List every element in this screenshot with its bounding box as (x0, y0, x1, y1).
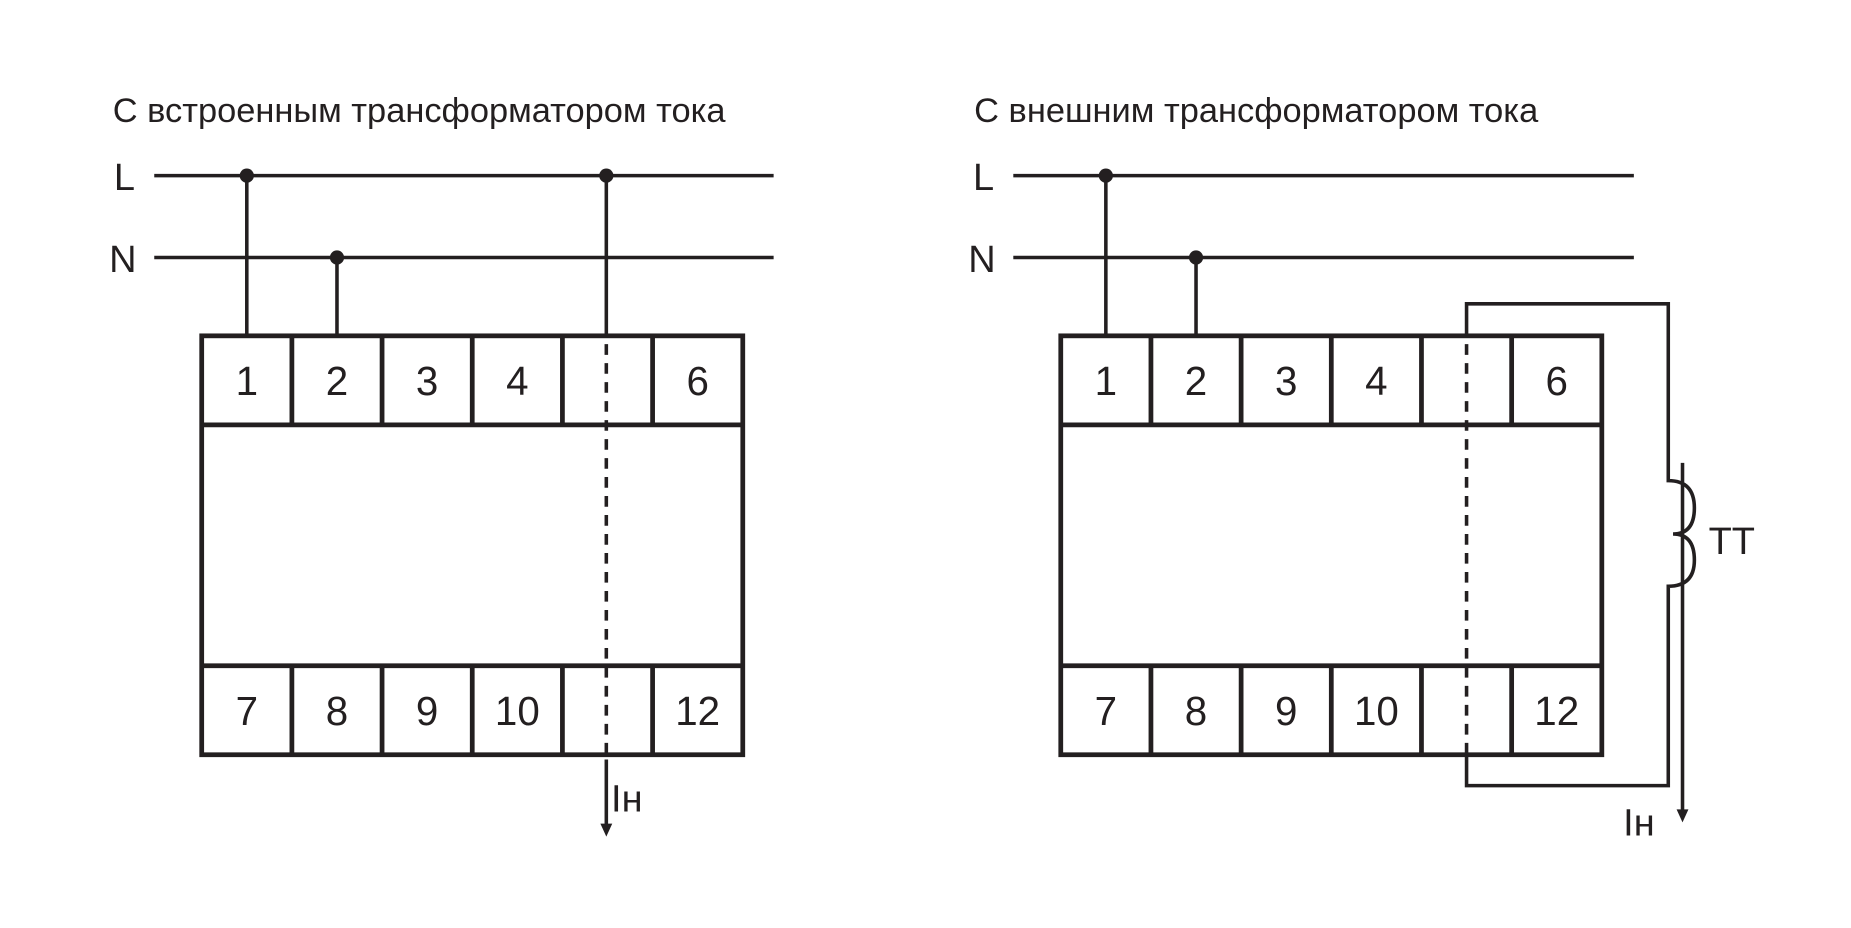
relay-body (1058, 333, 1605, 758)
load-current-label: Iн (1623, 802, 1655, 844)
terminal-3: 3 (1275, 358, 1297, 404)
terminal-12: 12 (1534, 688, 1579, 734)
line-label-n: N (109, 239, 136, 281)
terminal-6: 6 (686, 358, 708, 404)
junction-dot (599, 168, 614, 183)
terminal-10: 10 (1354, 688, 1399, 734)
terminal-6: 6 (1546, 358, 1568, 404)
terminal-1: 1 (1095, 358, 1117, 404)
terminal-8: 8 (326, 688, 348, 734)
relay-body (199, 333, 746, 758)
external-ct-loop (1464, 302, 1697, 788)
transformer-label: ТТ (1709, 521, 1755, 563)
terminal-9: 9 (416, 688, 438, 734)
terminal-12: 12 (675, 688, 720, 734)
terminal-8: 8 (1185, 688, 1207, 734)
terminal-10: 10 (495, 688, 540, 734)
junction-dot (329, 250, 345, 265)
diagram-title: С встроенным трансформатором тока (113, 92, 727, 130)
terminal-1: 1 (236, 358, 258, 404)
terminal-3: 3 (416, 358, 438, 404)
line-label-n: N (968, 239, 995, 281)
arrow-down-icon (1676, 809, 1689, 823)
terminal-9: 9 (1275, 688, 1297, 734)
terminal-2: 2 (326, 358, 348, 404)
diagram-internal-ct: С встроенным трансформатором тока L N 1 … (109, 92, 774, 837)
terminal-4: 4 (1365, 358, 1387, 404)
junction-dot (239, 168, 254, 183)
diagram-external-ct: С внешним трансформатором тока L N 1 2 3… (968, 92, 1755, 844)
diagram-title: С внешним трансформатором тока (974, 92, 1539, 130)
line-label-l: L (114, 157, 135, 199)
arrow-down-icon (600, 823, 613, 837)
line-label-l: L (973, 157, 994, 199)
load-current-label: Iн (611, 779, 643, 821)
terminal-7: 7 (236, 688, 258, 734)
terminal-7: 7 (1095, 688, 1117, 734)
junction-dot (1188, 250, 1204, 265)
junction-dot (1098, 168, 1113, 183)
terminal-4: 4 (506, 358, 528, 404)
terminal-2: 2 (1185, 358, 1207, 404)
